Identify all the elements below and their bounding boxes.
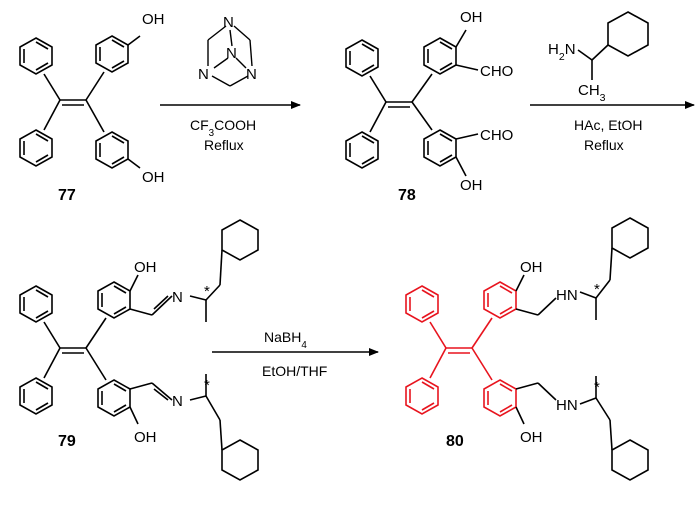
- c78-oh-bottom: OH: [460, 177, 483, 194]
- c78-cho-bottom: CHO: [480, 127, 513, 144]
- compound-80-tpe-core: [405, 281, 517, 417]
- amine-nh2: H2N: [548, 41, 576, 63]
- c80-star-bottom: *: [594, 379, 600, 396]
- c79-n-top: N: [172, 289, 183, 306]
- c80-hn-top: HN: [556, 287, 578, 304]
- hmta-n-right: N: [246, 66, 257, 83]
- compound-79: [19, 219, 259, 481]
- c80-hn-bottom: HN: [556, 397, 578, 414]
- c80-oh-bottom: OH: [520, 429, 543, 446]
- compound-number-80: 80: [446, 433, 464, 450]
- hmta-n-left: N: [198, 66, 209, 83]
- c79-oh-bottom: OH: [134, 429, 157, 446]
- hmta-n-center: N: [226, 45, 237, 62]
- c78-oh-top: OH: [460, 9, 483, 26]
- step2-condition-2: Reflux: [584, 137, 624, 153]
- c79-star-bottom: *: [204, 377, 210, 394]
- hmta-n-top: N: [223, 14, 234, 31]
- compound-80-amine-arms: [515, 217, 649, 481]
- c80-star-top: *: [594, 281, 600, 298]
- compound-77: [19, 35, 141, 169]
- step3-condition-1: NaBH4: [264, 329, 307, 351]
- c78-cho-top: CHO: [480, 63, 513, 80]
- step2-condition-1: HAc, EtOH: [574, 117, 642, 133]
- c79-n-bottom: N: [172, 393, 183, 410]
- c77-oh-bottom: OH: [142, 169, 165, 186]
- c80-oh-top: OH: [520, 259, 543, 276]
- amine-ch3: CH3: [578, 82, 606, 104]
- hexamethylenetetramine-structure: [207, 25, 253, 87]
- c79-oh-top: OH: [134, 259, 157, 276]
- compound-number-78: 78: [398, 187, 416, 204]
- c77-oh-top: OH: [142, 11, 165, 28]
- compound-78: [345, 29, 479, 177]
- compound-number-77: 77: [58, 187, 76, 204]
- c79-star-top: *: [204, 283, 210, 300]
- step1-condition-2: Reflux: [204, 137, 244, 153]
- compound-number-79: 79: [58, 433, 76, 450]
- cyclohexylethylamine-structure: [577, 11, 649, 80]
- step1-condition-1: CF3COOH: [190, 117, 256, 139]
- step3-condition-2: EtOH/THF: [262, 363, 327, 379]
